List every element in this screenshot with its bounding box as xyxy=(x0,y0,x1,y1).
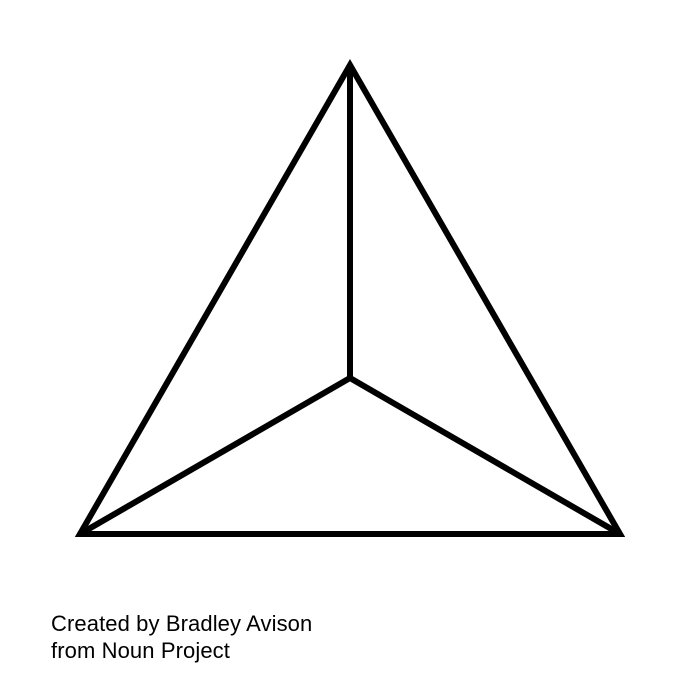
left-edge xyxy=(78,375,352,537)
attribution-credit: Created by Bradley Avison from Noun Proj… xyxy=(51,610,312,664)
right-edge xyxy=(348,375,622,537)
outer-triangle xyxy=(74,58,626,537)
credit-source-line: from Noun Project xyxy=(51,638,230,663)
credit-author-line: Created by Bradley Avison xyxy=(51,611,313,636)
